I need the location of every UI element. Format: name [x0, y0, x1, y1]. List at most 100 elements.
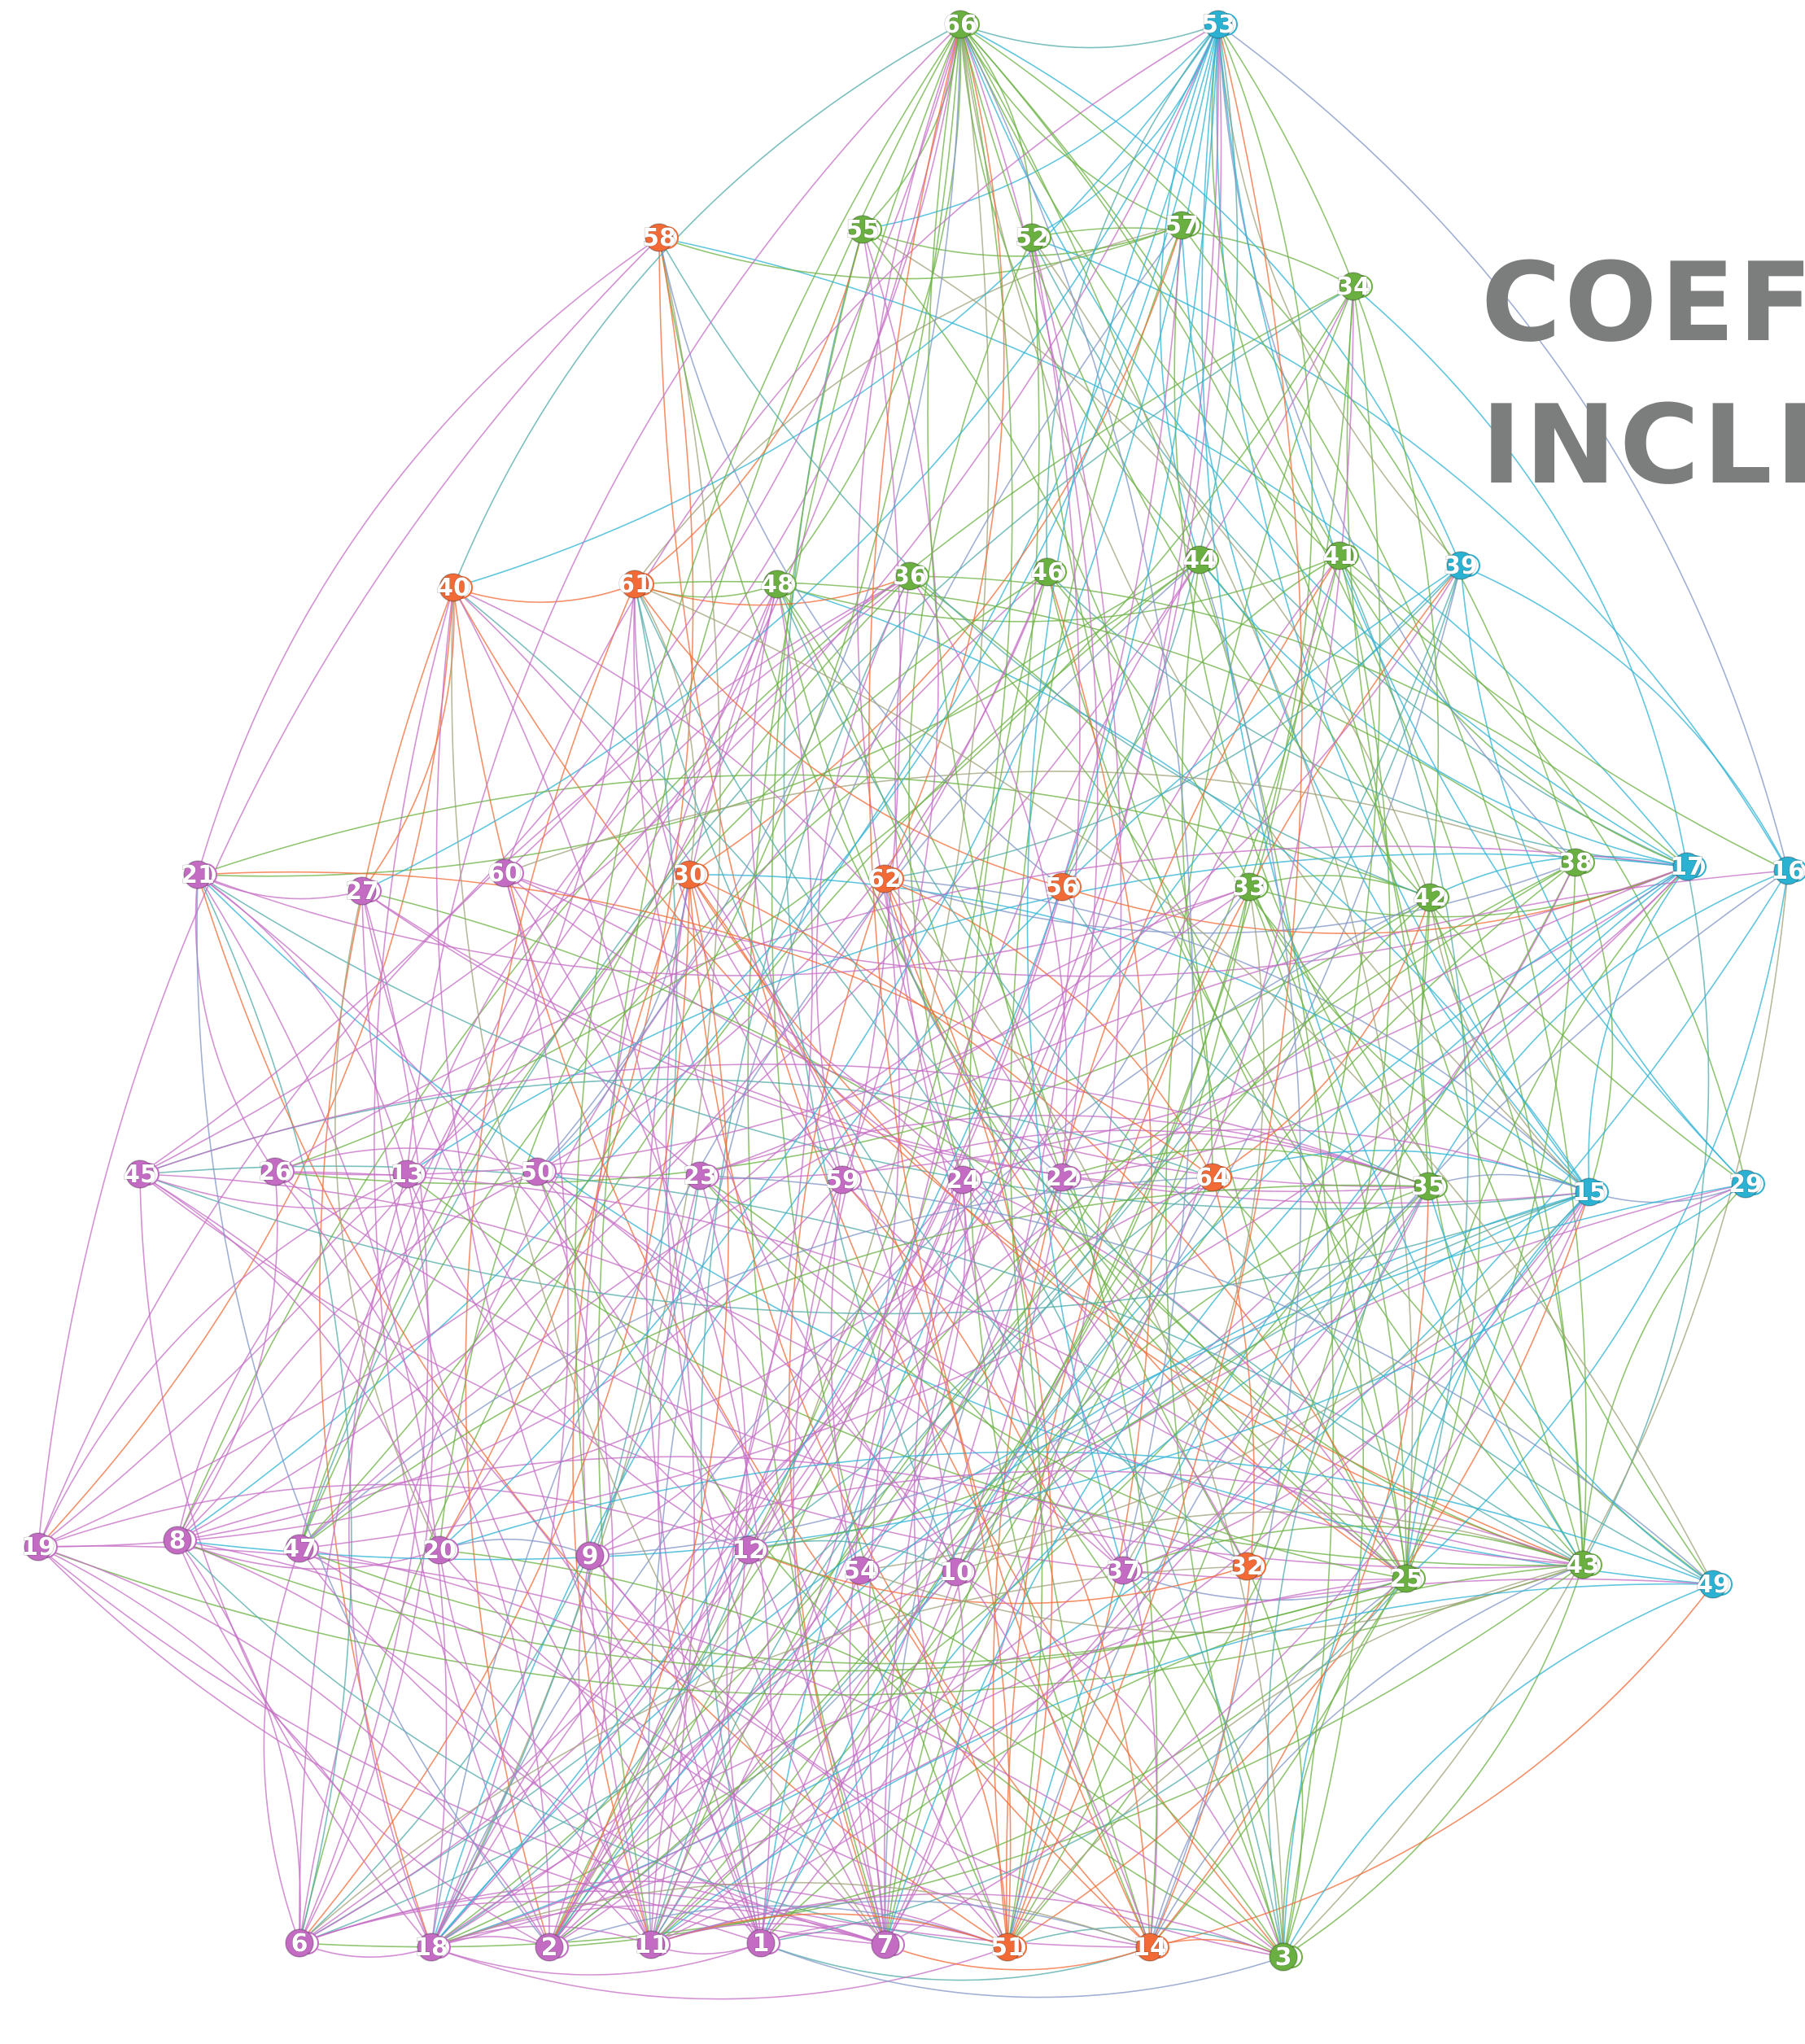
node-8[interactable]: 8: [163, 1526, 197, 1555]
node-62[interactable]: 62: [868, 864, 904, 893]
node-41[interactable]: 41: [1322, 541, 1359, 570]
node-circle-39: [1446, 551, 1475, 580]
node-50[interactable]: 50: [520, 1157, 557, 1186]
node-27[interactable]: 27: [345, 876, 382, 906]
node-label-25: 25: [1389, 1565, 1423, 1593]
node-18[interactable]: 18: [414, 1933, 451, 1962]
edge-66-60: [504, 24, 961, 874]
node-2[interactable]: 2: [535, 1933, 569, 1962]
edge-13-18: [348, 1173, 432, 1948]
edge-49-18: [430, 1578, 1714, 1948]
edge-7-44: [868, 559, 1200, 1946]
node-56[interactable]: 56: [1045, 872, 1082, 902]
edge-45-18: [139, 1173, 432, 1948]
node-circle-10: [942, 1557, 971, 1587]
edge-11-64: [650, 1177, 1213, 1946]
node-57[interactable]: 57: [1165, 211, 1201, 240]
node-34[interactable]: 34: [1336, 272, 1373, 301]
edge-38-14: [1149, 862, 1576, 1948]
node-16[interactable]: 16: [1771, 856, 1805, 885]
node-39[interactable]: 39: [1444, 551, 1480, 580]
node-55[interactable]: 55: [846, 215, 882, 244]
node-circle-52: [1017, 223, 1047, 252]
edge-10-7: [885, 1571, 964, 1946]
edge-44-6: [299, 559, 1200, 1944]
node-64[interactable]: 64: [1195, 1163, 1232, 1192]
node-59[interactable]: 59: [825, 1165, 862, 1195]
node-9[interactable]: 9: [575, 1541, 610, 1570]
node-45[interactable]: 45: [123, 1160, 160, 1189]
node-49[interactable]: 49: [1696, 1570, 1733, 1599]
node-37[interactable]: 37: [1106, 1556, 1143, 1585]
node-58[interactable]: 58: [642, 223, 679, 252]
node-24[interactable]: 24: [946, 1165, 982, 1195]
node-14[interactable]: 14: [1133, 1933, 1169, 1962]
edge-66-43: [959, 24, 1584, 1566]
node-15[interactable]: 15: [1572, 1177, 1609, 1207]
edge-19-43: [37, 1546, 1584, 1696]
node-48[interactable]: 48: [760, 570, 797, 599]
node-19[interactable]: 19: [21, 1532, 58, 1561]
node-51[interactable]: 51: [990, 1933, 1027, 1962]
node-circle-6: [285, 1928, 314, 1958]
edge-64-6: [299, 1177, 1213, 1944]
node-circle-34: [1339, 272, 1368, 301]
node-33[interactable]: 33: [1232, 872, 1269, 902]
edge-20-9: [439, 1538, 591, 1557]
node-42[interactable]: 42: [1413, 883, 1449, 912]
node-29[interactable]: 29: [1729, 1169, 1765, 1199]
node-26[interactable]: 26: [258, 1157, 295, 1186]
node-60[interactable]: 60: [487, 858, 524, 888]
node-53[interactable]: 53: [1201, 10, 1238, 39]
node-46[interactable]: 46: [1030, 557, 1067, 587]
node-label-62: 62: [868, 865, 902, 893]
node-13[interactable]: 13: [390, 1160, 426, 1189]
edge-25-8: [177, 1540, 1407, 1672]
node-12[interactable]: 12: [732, 1535, 768, 1565]
node-circle-47: [285, 1534, 314, 1563]
node-35[interactable]: 35: [1411, 1172, 1448, 1201]
node-66[interactable]: 66: [943, 10, 980, 39]
node-circle-32: [1232, 1552, 1261, 1581]
node-43[interactable]: 43: [1566, 1550, 1602, 1579]
node-47[interactable]: 47: [282, 1534, 319, 1563]
edge-25-16: [1405, 870, 1789, 1579]
node-3[interactable]: 3: [1269, 1942, 1303, 1972]
node-label-59: 59: [825, 1166, 859, 1195]
node-1[interactable]: 1: [746, 1928, 780, 1958]
node-30[interactable]: 30: [672, 860, 709, 889]
edge-25-15: [1405, 1191, 1590, 1579]
edge-21-18: [197, 874, 448, 1948]
node-20[interactable]: 20: [422, 1535, 459, 1565]
edge-24-51: [913, 1179, 1008, 1948]
node-21[interactable]: 21: [181, 860, 217, 889]
node-54[interactable]: 54: [843, 1556, 880, 1585]
edge-2-33: [548, 886, 1250, 1948]
node-38[interactable]: 38: [1558, 848, 1595, 877]
node-label-41: 41: [1322, 542, 1357, 570]
edge-50-7: [536, 1171, 886, 1946]
node-40[interactable]: 40: [436, 573, 473, 602]
node-6[interactable]: 6: [285, 1928, 319, 1958]
node-label-39: 39: [1444, 552, 1478, 580]
edge-38-7: [885, 862, 1576, 1946]
node-36[interactable]: 36: [893, 561, 929, 591]
node-11[interactable]: 11: [634, 1930, 671, 1959]
edge-52-17: [1031, 237, 1688, 867]
node-22[interactable]: 22: [1045, 1163, 1082, 1192]
node-17[interactable]: 17: [1670, 852, 1707, 881]
node-circle-24: [948, 1165, 977, 1195]
edge-47-11: [299, 1548, 652, 1946]
node-circle-41: [1325, 541, 1354, 570]
node-32[interactable]: 32: [1230, 1552, 1266, 1581]
node-44[interactable]: 44: [1182, 545, 1219, 574]
node-23[interactable]: 23: [683, 1161, 719, 1190]
node-61[interactable]: 61: [618, 570, 654, 599]
node-25[interactable]: 25: [1389, 1564, 1426, 1593]
node-10[interactable]: 10: [939, 1557, 976, 1587]
edge-34-8: [177, 286, 1354, 1541]
edge-46-14: [968, 571, 1151, 1948]
node-7[interactable]: 7: [871, 1930, 905, 1959]
node-52[interactable]: 52: [1015, 223, 1051, 252]
edge-51-53: [1007, 24, 1303, 1948]
